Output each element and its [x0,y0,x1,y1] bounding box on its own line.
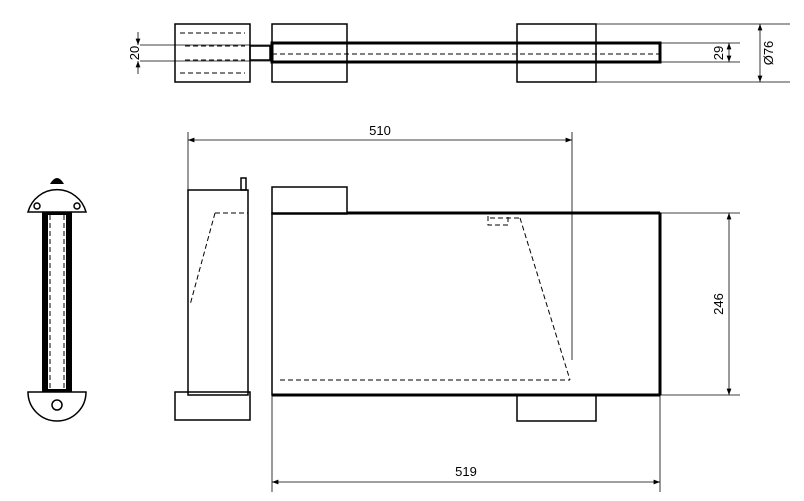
front-fitting [240,177,247,191]
side-view [27,178,87,422]
dim-29-label: 29 [711,46,726,60]
dim-diameter-76-label: Ø76 [761,41,776,66]
front-block-bottom-right [516,394,597,422]
front-block-bottom-left [174,391,251,421]
top-block-middle [271,23,348,83]
dim-519-label: 519 [455,464,477,479]
top-tube [270,41,662,64]
top-view: 20 29 Ø76 [127,23,790,83]
dim-246-label: 246 [711,293,726,315]
side-top-cap [27,188,87,213]
front-main-body [271,212,661,396]
side-bottom-cap [27,391,87,422]
front-view: 510 246 519 [174,123,740,492]
dim-510-label: 510 [369,123,391,138]
top-block-right [516,23,597,83]
front-left-housing [187,189,249,396]
top-connector [249,45,271,61]
front-block-top [271,186,348,215]
dim-20-label: 20 [127,46,142,60]
